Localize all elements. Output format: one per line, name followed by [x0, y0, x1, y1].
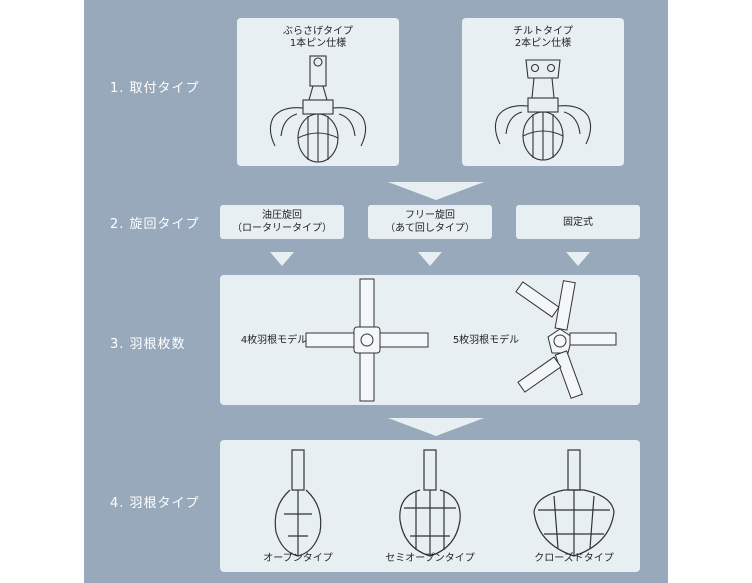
rotation-free-line2: （あて回しタイプ）: [385, 223, 475, 234]
arrow-down-small-2: [418, 252, 442, 266]
blade-type-box: オープンタイプ セミオープンタイプ クローズドタイプ: [220, 440, 640, 572]
blade-type-semi-open-label: セミオープンタイプ: [385, 553, 475, 564]
mount-tilt-subtitle: 2本ピン仕様: [514, 38, 572, 49]
grapple-4-blade-topview: [305, 278, 429, 402]
mount-hanging-subtitle: 1本ピン仕様: [289, 38, 347, 49]
rotation-tag-fixed: 固定式: [516, 205, 640, 239]
grapple-5-blade-topview: [515, 280, 617, 399]
mount-box-hanging: ぶらさげタイプ 1本ピン仕様: [237, 18, 399, 166]
blade-closed-illustration: [533, 449, 615, 557]
row-label-blade-count: 3. 羽根枚数: [110, 337, 186, 352]
blade-5-label: 5枚羽根モデル: [452, 335, 520, 346]
arrow-down-small-3: [566, 252, 590, 266]
row-label-rotation: 2. 旋回タイプ: [110, 217, 200, 232]
rotation-fixed-line1: 固定式: [563, 216, 593, 228]
blade-4-label: 4枚羽根モデル: [240, 335, 308, 346]
mount-tilt-title: チルトタイプ: [513, 26, 573, 37]
rotation-tag-hydraulic: 油圧旋回 （ロータリータイプ）: [220, 205, 344, 239]
rotation-hydraulic-line1: 油圧旋回: [262, 210, 302, 221]
mount-box-tilt: チルトタイプ 2本ピン仕様: [462, 18, 624, 166]
blade-count-box: 4枚羽根モデル 5枚羽根モデル: [220, 275, 640, 405]
row-label-mount: 1. 取付タイプ: [110, 81, 200, 96]
rotation-tag-free: フリー旋回 （あて回しタイプ）: [368, 205, 492, 239]
arrow-down-2: [388, 418, 484, 436]
arrow-down-small-1: [270, 252, 294, 266]
arrow-down-1: [388, 182, 484, 200]
grapple-tilt-illustration: [494, 59, 592, 161]
grapple-hanging-illustration: [269, 55, 367, 163]
rotation-hydraulic-line2: （ロータリータイプ）: [232, 223, 332, 234]
mount-hanging-title: ぶらさげタイプ: [283, 26, 353, 37]
blade-type-closed-label: クローズドタイプ: [534, 553, 614, 564]
blade-type-open-label: オープンタイプ: [263, 553, 333, 564]
blade-semi-open-illustration: [399, 449, 461, 557]
blade-open-illustration: [274, 449, 322, 557]
rotation-free-line1: フリー旋回: [405, 210, 455, 221]
row-label-blade-type: 4. 羽根タイプ: [110, 496, 200, 511]
